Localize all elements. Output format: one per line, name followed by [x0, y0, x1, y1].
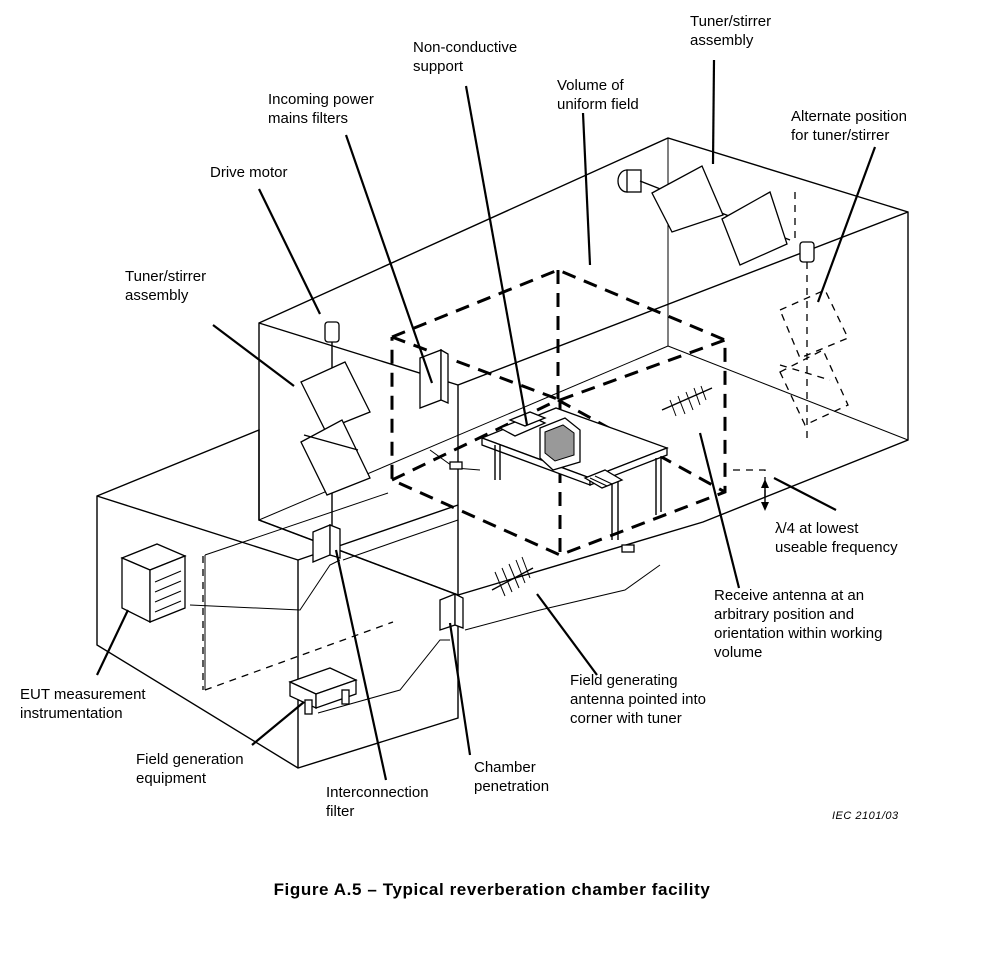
label-tuner-stirrer-left: Tuner/stirrer assembly: [125, 268, 207, 304]
label-volume-of-uniform-field: Volume of uniform field: [557, 77, 639, 113]
field-generating-antenna: [491, 556, 534, 597]
receive-antenna: [661, 385, 713, 417]
iec-reference: IEC 2101/03: [832, 810, 899, 822]
working-volume-dashed-cube: [202, 268, 727, 691]
left-tuner-stirrer: [300, 321, 371, 535]
table-with-eut: [480, 407, 669, 540]
label-tuner-stirrer-top: Tuner/stirrer assembly: [690, 13, 772, 49]
label-interconnection-filter: Interconnection filter: [326, 784, 429, 820]
label-field-generation-equipment: Field generation equipment: [136, 751, 244, 787]
label-lambda-quarter: λ/4 at lowest useable frequency: [775, 520, 898, 556]
label-field-generating-antenna: Field generating antenna pointed into co…: [570, 672, 706, 727]
wall-connectors: [449, 461, 635, 553]
interconnection-filter-box: [312, 524, 341, 563]
label-chamber-penetration: Chamber penetration: [474, 759, 550, 795]
chamber-penetration-box: [439, 592, 464, 631]
top-tuner-stirrer: [617, 165, 791, 266]
field-generation-equipment-box: [288, 667, 358, 715]
label-alternate-position: Alternate position for tuner/stirrer: [791, 108, 907, 144]
alternate-tuner-position: [779, 192, 849, 440]
label-drive-motor: Drive motor: [210, 164, 288, 181]
quarter-wavelength-marker: [761, 479, 769, 511]
label-non-conductive-support: Non-conductive support: [413, 39, 518, 75]
leader-arrows: [96, 59, 877, 781]
label-eut-measurement-instrumentation: EUT measurement instrumentation: [20, 686, 146, 722]
label-incoming-power-mains-filters: Incoming power mains filters: [268, 91, 374, 127]
label-receive-antenna: Receive antenna at an arbitrary position…: [714, 587, 883, 661]
eut-instrumentation-rack: [120, 543, 187, 624]
figure-caption: Figure A.5 – Typical reverberation chamb…: [273, 880, 711, 899]
